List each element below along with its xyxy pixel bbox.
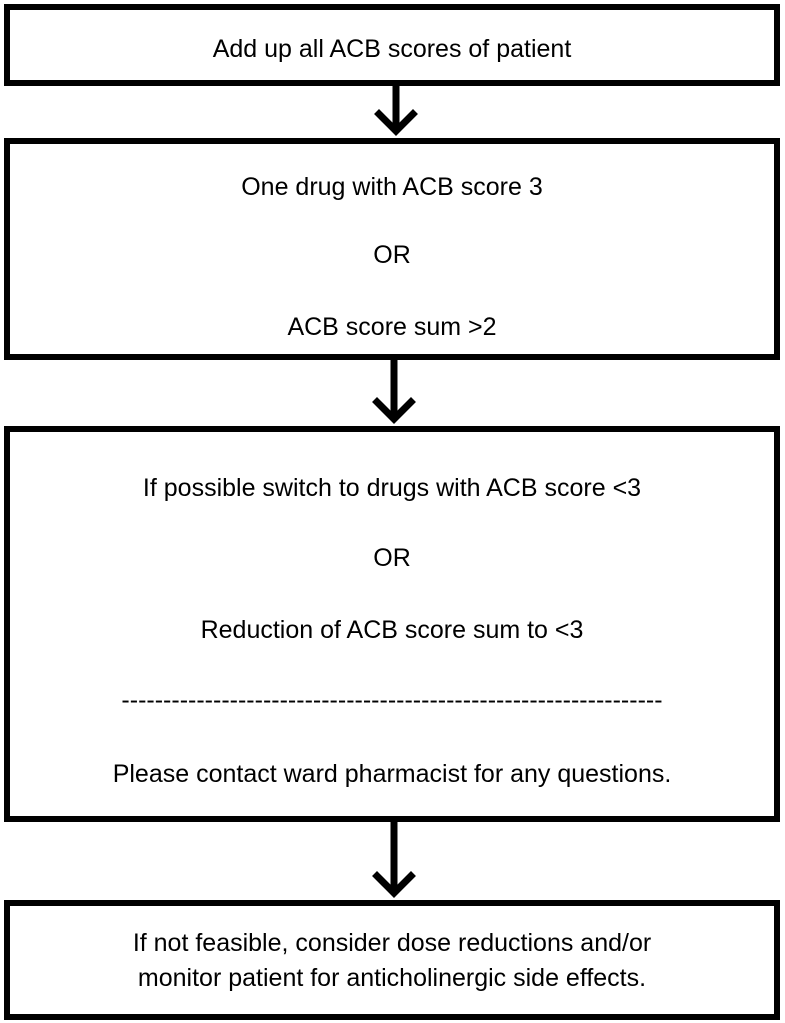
step-4-box: If not feasible, consider dose reduction…: [4, 900, 780, 1020]
step-2-box: One drug with ACB score 3 OR ACB score s…: [4, 138, 780, 360]
step-3-line-3: Reduction of ACB score sum to <3: [200, 616, 584, 644]
arrow-3: [362, 822, 426, 900]
down-arrow-icon: [372, 360, 416, 424]
step-3-box: If possible switch to drugs with ACB sco…: [4, 426, 780, 822]
step-3-contact-note: Please contact ward pharmacist for any q…: [112, 760, 672, 788]
step-1-text: Add up all ACB scores of patient: [212, 35, 572, 63]
step-4-line-1: If not feasible, consider dose reduction…: [132, 929, 652, 957]
step-1-box: Add up all ACB scores of patient: [4, 4, 780, 86]
step-4-line-2: monitor patient for anticholinergic side…: [137, 964, 647, 992]
down-arrow-icon: [372, 822, 416, 898]
down-arrow-icon: [374, 86, 418, 136]
arrow-1: [364, 86, 428, 138]
step-2-or: OR: [373, 241, 411, 269]
step-3-line-1: If possible switch to drugs with ACB sco…: [142, 474, 642, 502]
step-2-line-3: ACB score sum >2: [287, 313, 497, 341]
step-3-or: OR: [373, 544, 411, 572]
arrow-2: [362, 360, 426, 426]
step-3-divider: ----------------------------------------…: [121, 686, 663, 714]
step-2-line-1: One drug with ACB score 3: [241, 173, 543, 201]
